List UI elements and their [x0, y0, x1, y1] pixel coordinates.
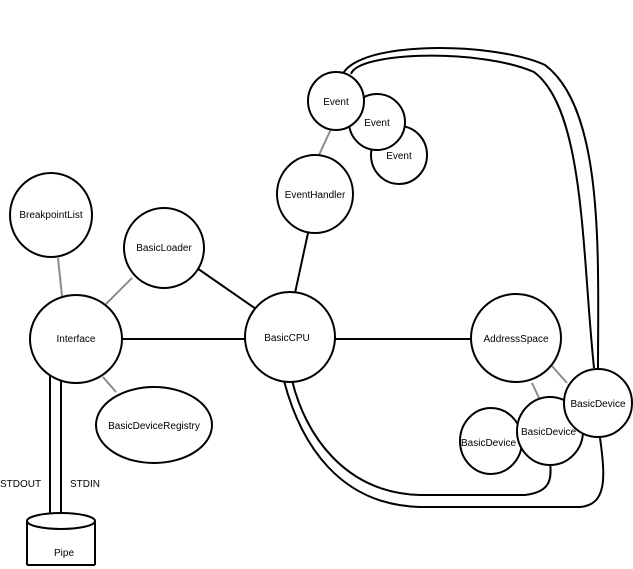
node-event-3-label: Event [386, 151, 412, 162]
node-breakpointlist-label: BreakpointList [19, 210, 83, 221]
node-basicdevice-2-label: BasicDevice [521, 427, 576, 438]
node-event-1-label: Event [323, 97, 349, 108]
pipe-top [26, 512, 96, 530]
node-basiccpu[interactable]: BasicCPU [244, 291, 336, 383]
edge-interface-basicdeviceregistry [102, 376, 117, 393]
edges [49, 47, 605, 518]
node-basicdevice-1[interactable]: BasicDevice [459, 407, 523, 475]
node-pipe[interactable]: Pipe [26, 512, 96, 566]
edge-basiccpu-basicdevice-inner [291, 379, 552, 496]
stdout-label: STDOUT [0, 479, 41, 490]
stdin-label: STDIN [70, 479, 100, 490]
node-eventhandler[interactable]: EventHandler [276, 154, 354, 234]
edge-event-basicdevice-loop-inner [350, 54, 595, 369]
edge-basiccpu-basicdevice-outer [282, 376, 605, 508]
edge-addressspace-device-b [531, 382, 541, 401]
node-basicloader[interactable]: BasicLoader [123, 207, 205, 289]
edge-eventhandler-event [318, 128, 332, 156]
edge-basicloader-basiccpu [193, 265, 257, 310]
edge-basiccpu-eventhandler [294, 232, 309, 294]
node-breakpointlist[interactable]: BreakpointList [9, 172, 93, 258]
edge-interface-basicloader [105, 277, 133, 305]
node-event-2-label: Event [364, 118, 390, 129]
node-basiccpu-label: BasicCPU [264, 333, 310, 344]
edge-addressspace-device-a [551, 365, 568, 384]
node-basicdeviceregistry[interactable]: BasicDeviceRegistry [95, 386, 213, 464]
node-addressspace[interactable]: AddressSpace [470, 293, 562, 383]
node-event-1[interactable]: Event [307, 71, 365, 131]
node-interface[interactable]: Interface [29, 294, 123, 384]
node-pipe-label: Pipe [54, 548, 74, 559]
node-interface-label: Interface [57, 334, 96, 345]
node-basicdevice-3[interactable]: BasicDevice [563, 368, 633, 438]
node-basicdevice-3-label: BasicDevice [570, 399, 625, 410]
edge-event-basicdevice-loop [339, 47, 600, 371]
node-basicloader-label: BasicLoader [136, 243, 192, 254]
node-basicdevice-1-label: BasicDevice [461, 438, 516, 449]
node-eventhandler-label: EventHandler [285, 190, 346, 201]
edge-interface-breakpointlist [57, 257, 63, 297]
node-addressspace-label: AddressSpace [483, 334, 548, 345]
node-basicdeviceregistry-label: BasicDeviceRegistry [108, 421, 200, 432]
